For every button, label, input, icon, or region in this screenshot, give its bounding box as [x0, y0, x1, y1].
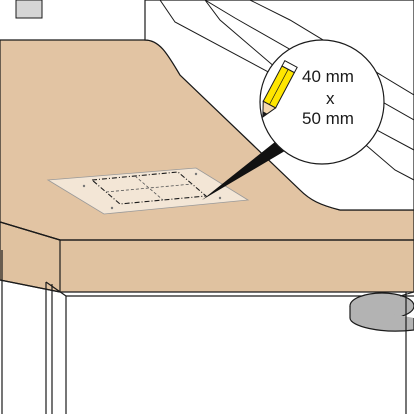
wall-outlet: [15, 0, 43, 19]
callout-pointer: [202, 130, 300, 200]
base-cabinet: [0, 250, 414, 414]
knob: [349, 291, 414, 332]
callout-width-text: 40 mm: [302, 67, 354, 86]
callout-height-text: 50 mm: [302, 109, 354, 128]
pencil-icon: [262, 60, 298, 118]
dimension-callout: 40 mm x 50 mm: [259, 39, 385, 165]
template-sheet: [46, 167, 250, 215]
callout-separator-text: x: [326, 89, 335, 108]
